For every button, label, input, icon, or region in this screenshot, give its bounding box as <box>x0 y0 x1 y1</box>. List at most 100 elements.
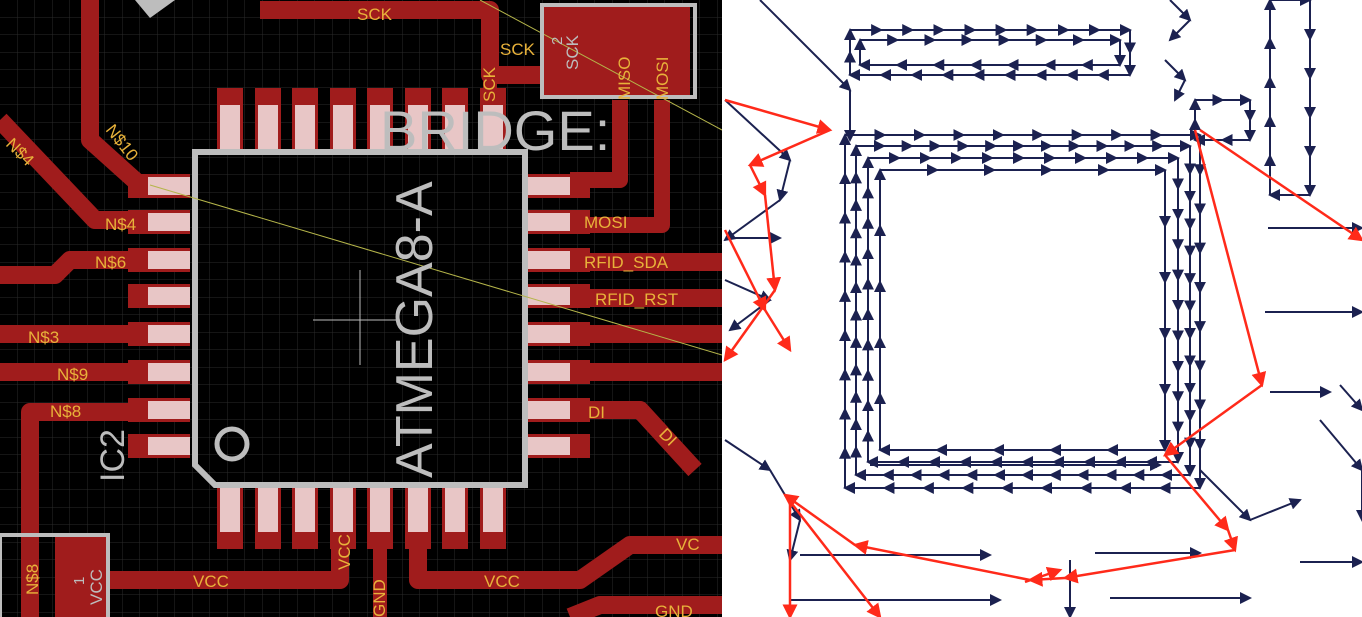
tool-path-segment <box>723 229 767 313</box>
net-label: DI <box>588 403 605 422</box>
grid <box>0 0 722 617</box>
ref-designator: IC2 <box>94 429 132 482</box>
vector-segment <box>1169 0 1192 22</box>
header-pin-sck: SCK <box>563 34 582 70</box>
tool-path-segment <box>723 289 777 363</box>
tool-path-segment <box>1193 129 1267 388</box>
net-label: N$8 <box>23 564 42 595</box>
pad <box>333 487 353 532</box>
vector-segment <box>776 159 791 202</box>
net-label: N$9 <box>57 365 88 384</box>
connector-outline <box>0 533 110 617</box>
vector-segment <box>1319 419 1362 472</box>
vector-segment <box>1168 19 1191 42</box>
pad <box>148 251 190 269</box>
vector-path-view[interactable] <box>722 0 1362 617</box>
net-label: VCC <box>484 572 520 591</box>
pad <box>370 487 390 532</box>
net-label: N$6 <box>95 253 126 272</box>
tool-path-segment <box>748 164 767 198</box>
vector-segment <box>724 99 792 162</box>
tool-path-segment <box>1164 454 1230 532</box>
header-pin-num: 2 <box>549 37 566 45</box>
net-label: MOSI <box>584 213 627 232</box>
pad <box>148 437 190 455</box>
pad <box>528 287 570 305</box>
connector-pin-num: 1 <box>71 577 88 585</box>
tool-path-segment <box>784 494 882 617</box>
tool-path-segment <box>724 98 833 134</box>
pad <box>528 401 570 419</box>
ratsnest-line <box>149 0 722 356</box>
net-label: SCK <box>480 66 499 102</box>
net-label: SCK <box>357 5 393 24</box>
pad <box>483 487 503 532</box>
net-label: N$4 <box>105 215 136 234</box>
pad <box>295 487 315 532</box>
vector-segment <box>1249 498 1302 521</box>
pad <box>528 251 570 269</box>
pad <box>528 213 570 231</box>
vector-segment <box>1174 79 1186 102</box>
net-label: N$8 <box>50 402 81 421</box>
pad <box>148 177 190 195</box>
pad <box>483 105 503 150</box>
vector-segment <box>1339 384 1362 412</box>
header-pin-miso: MISO <box>615 57 634 100</box>
pad <box>148 213 190 231</box>
net-label: VCC <box>193 572 229 591</box>
chip-outline <box>192 149 528 488</box>
pad <box>528 325 570 343</box>
net-label: N$3 <box>28 328 59 347</box>
pad <box>333 105 353 150</box>
net-label: VCC <box>335 534 354 570</box>
pad <box>370 105 390 150</box>
net-label: VC <box>676 535 700 554</box>
pad <box>528 177 570 195</box>
vector-segment <box>724 279 772 302</box>
vector-segment <box>1164 59 1187 82</box>
pad <box>148 287 190 305</box>
pad <box>528 363 570 381</box>
header-outline <box>540 3 697 99</box>
pad <box>148 401 190 419</box>
pad <box>528 437 570 455</box>
net-label: SCK <box>500 40 536 59</box>
net-label: RFID_RST <box>595 290 678 309</box>
tool-path-segment <box>747 128 831 167</box>
pad <box>295 105 315 150</box>
tool-path-segment <box>852 540 1031 582</box>
tool-path-segment <box>763 194 782 293</box>
tool-path <box>723 98 1362 617</box>
net-label: GND <box>655 602 693 617</box>
pad <box>408 105 428 150</box>
tool-path-segment <box>763 309 792 353</box>
tool-path-segment <box>1062 548 1236 584</box>
tool-path-segment <box>782 493 856 547</box>
pad <box>148 325 190 343</box>
silk-arrow <box>135 0 175 18</box>
pad <box>220 487 240 532</box>
pad <box>148 363 190 381</box>
vector-segment <box>759 0 852 92</box>
pcb-layout-view[interactable]: ATMEGA8-A BRIDGE: IC2 SCK SCK SCK N$10 N… <box>0 0 722 617</box>
pad <box>258 487 278 532</box>
pad <box>445 105 465 150</box>
net-label: RFID_SDA <box>584 253 669 272</box>
vector-segment <box>1199 469 1252 522</box>
vector-segment <box>786 519 801 562</box>
pad <box>445 487 465 532</box>
net-label: GND <box>370 579 389 617</box>
tool-path-segment <box>1162 383 1263 457</box>
traces <box>0 0 722 617</box>
pad <box>220 105 240 150</box>
vector-segment <box>724 439 772 472</box>
chip-pads <box>128 88 590 549</box>
origin-cross <box>313 270 400 365</box>
pad <box>408 487 428 532</box>
vector-lines <box>723 0 1362 617</box>
connector-pin-name: VCC <box>87 569 106 605</box>
bridge-label: BRIDGE: <box>380 99 610 162</box>
header-pin-mosi: MOSI <box>653 57 672 100</box>
pin1-marker <box>214 426 250 462</box>
